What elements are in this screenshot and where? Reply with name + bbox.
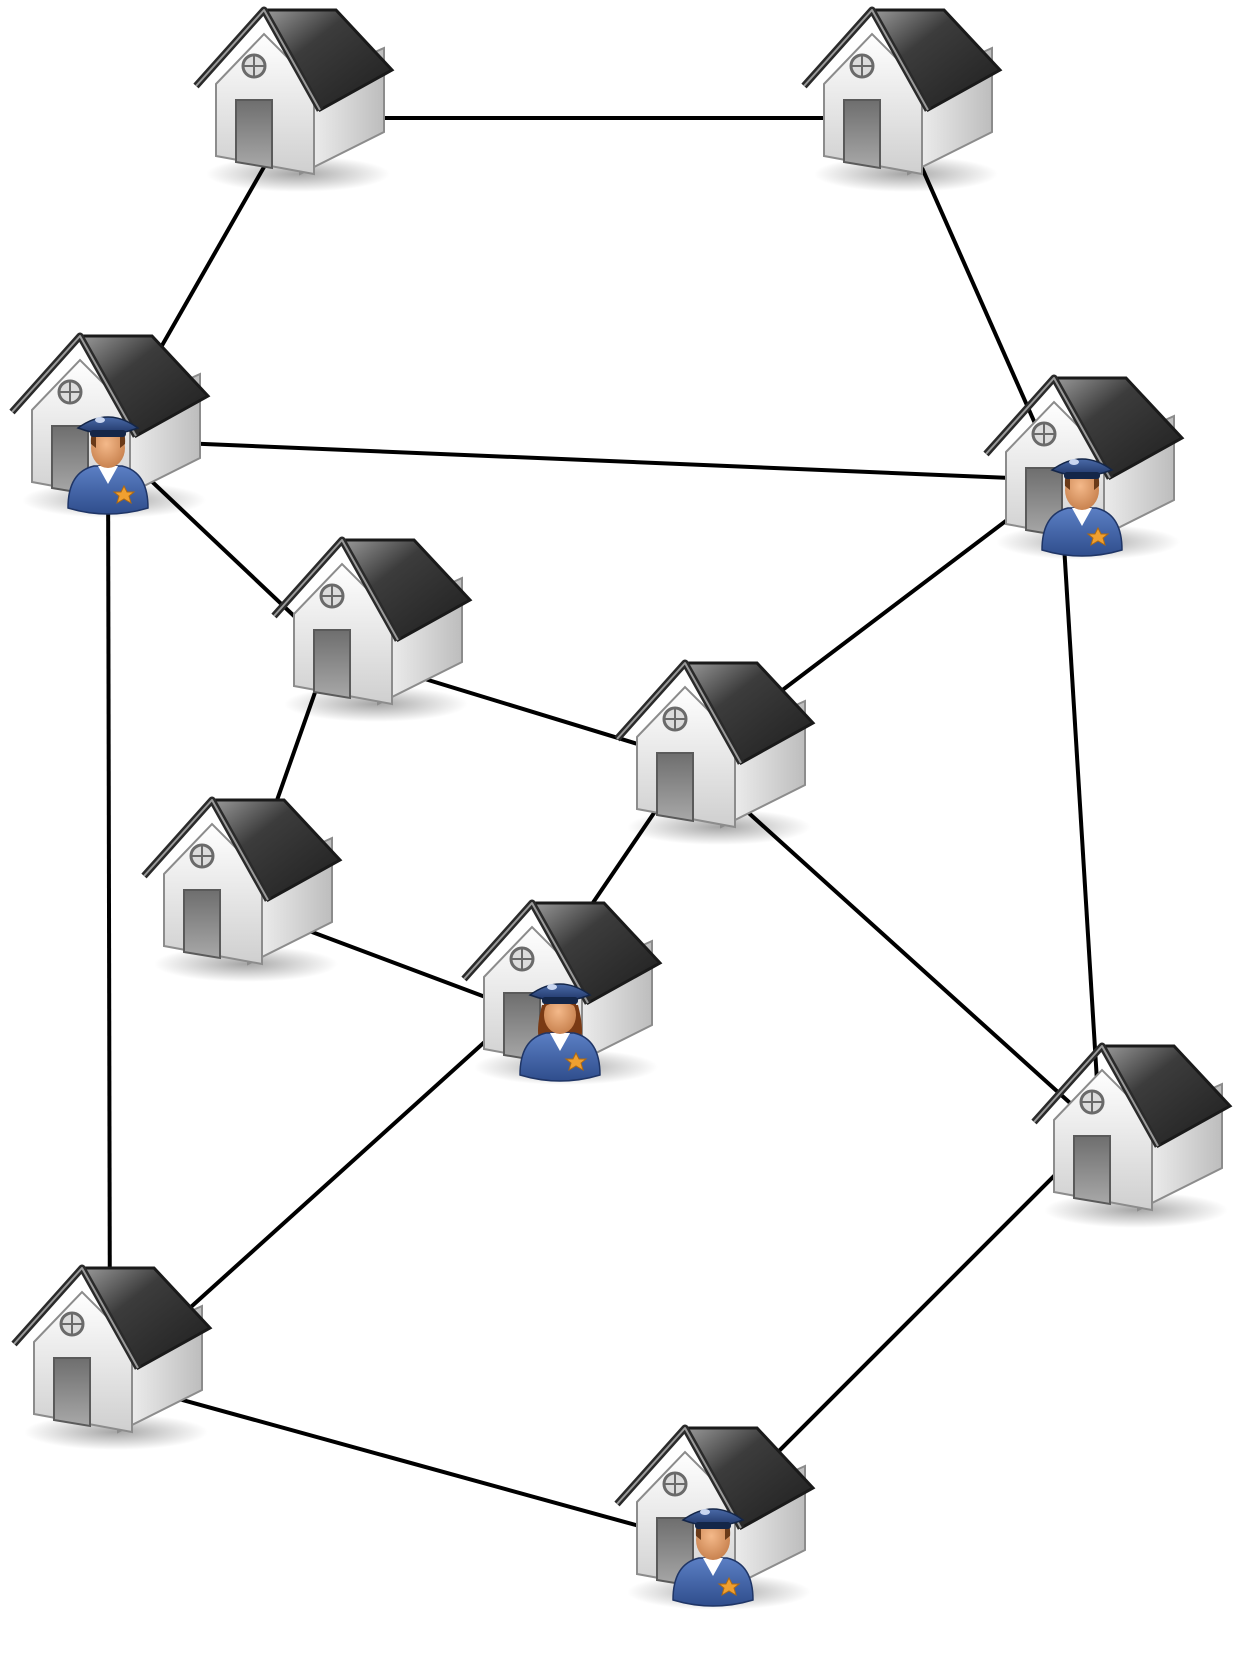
node-F [617,663,813,845]
nodes-layer [12,10,1230,1610]
edge-C-J [106,439,112,1381]
edge-D-I [1058,479,1102,1131]
edge-C-D [107,438,1061,482]
node-G [144,800,340,982]
node-E [274,540,470,722]
node-H [464,903,660,1085]
node-I [1034,1046,1230,1228]
node-C [12,336,208,518]
house-icon [1034,1046,1230,1228]
node-K [617,1428,813,1610]
node-B [804,10,1000,192]
edge-J-K [109,1378,691,1542]
house-icon [14,1268,210,1450]
house-icon [617,663,813,845]
house-icon [196,10,392,192]
house-icon [274,540,470,722]
node-A [196,10,392,192]
house-icon [804,10,1000,192]
node-D [986,378,1182,560]
node-J [14,1268,210,1450]
house-icon [144,800,340,982]
